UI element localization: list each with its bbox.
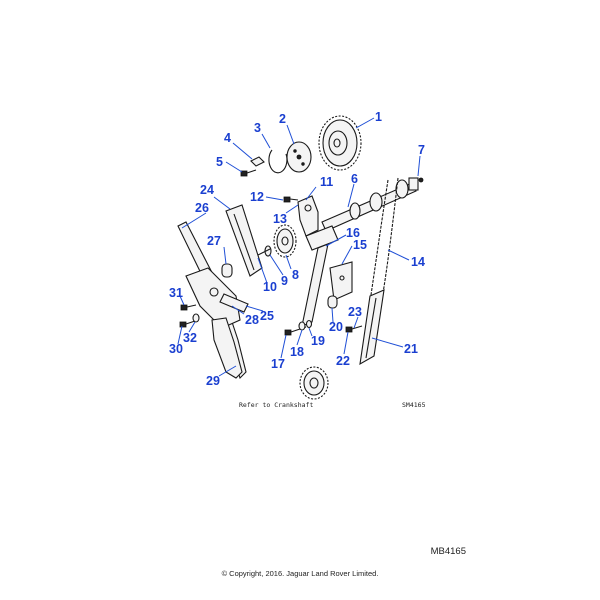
callout-29: 29: [206, 374, 220, 388]
circlip: [268, 149, 288, 174]
callout-22: 22: [336, 354, 350, 368]
callout-13: 13: [273, 212, 287, 226]
line-art: [177, 115, 424, 400]
lower-chain-damper: [359, 289, 385, 366]
bracket: [329, 261, 353, 301]
callout-21: 21: [404, 342, 418, 356]
callout-31: 31: [169, 286, 183, 300]
callout-18: 18: [290, 345, 304, 359]
callout-23: 23: [348, 305, 362, 319]
camshaft: [321, 179, 417, 232]
callout-5: 5: [216, 155, 223, 169]
intermediate-sprocket: [273, 224, 297, 258]
tensioner-fasteners: [179, 304, 200, 328]
callout-6: 6: [351, 172, 358, 186]
callout-11: 11: [320, 175, 333, 189]
stud: [408, 177, 424, 191]
callout-28: 28: [245, 313, 259, 327]
callout-20: 20: [329, 320, 343, 334]
callout-2: 2: [279, 112, 286, 126]
crankshaft-sprocket: [299, 366, 329, 400]
idler-bracket: [297, 195, 339, 251]
damper-bracket: [301, 243, 329, 327]
callout-7: 7: [418, 143, 425, 157]
callout-9: 9: [281, 274, 288, 288]
adjuster-plate: [286, 141, 312, 173]
copyright-notice: © Copyright, 2016. Jaguar Land Rover Lim…: [221, 569, 379, 578]
timing-chain: [366, 177, 399, 323]
callout-12: 12: [250, 190, 264, 204]
lock-washer: [250, 156, 265, 167]
callout-32: 32: [183, 331, 197, 345]
spacer-lower: [327, 295, 338, 309]
callout-30: 30: [169, 342, 183, 356]
bracket-bolt: [283, 196, 299, 203]
pivot: [219, 293, 249, 313]
callout-27: 27: [207, 234, 221, 248]
damper-fasteners: [284, 319, 313, 336]
callout-24: 24: [200, 183, 214, 197]
tensioner-bracket: [185, 267, 241, 329]
figure-reference: SM4165: [402, 401, 426, 409]
callout-8: 8: [292, 268, 299, 282]
callout-3: 3: [254, 121, 261, 135]
refer-note: Refer to Crankshaft: [239, 401, 313, 409]
diagram-code: MB4165: [430, 546, 466, 557]
callout-17: 17: [271, 357, 285, 371]
callout-10: 10: [263, 280, 277, 294]
callout-4: 4: [224, 131, 231, 145]
callout-1: 1: [375, 110, 382, 124]
camshaft-sprocket: [318, 115, 362, 171]
bolt: [240, 169, 257, 177]
callout-16: 16: [346, 226, 360, 240]
spacer: [221, 263, 233, 278]
callouts: 1 2 3 4 5 6 7 8 9 10 11 12 13 14 15 16 1…: [169, 110, 425, 388]
callout-26: 26: [195, 201, 209, 215]
lower-tensioner-arm: [211, 317, 243, 379]
callout-15: 15: [353, 238, 367, 252]
leader-lines: [177, 117, 421, 377]
callout-25: 25: [260, 309, 274, 323]
damper-bolt: [345, 325, 363, 333]
callout-14: 14: [411, 255, 425, 269]
callout-19: 19: [311, 334, 325, 348]
